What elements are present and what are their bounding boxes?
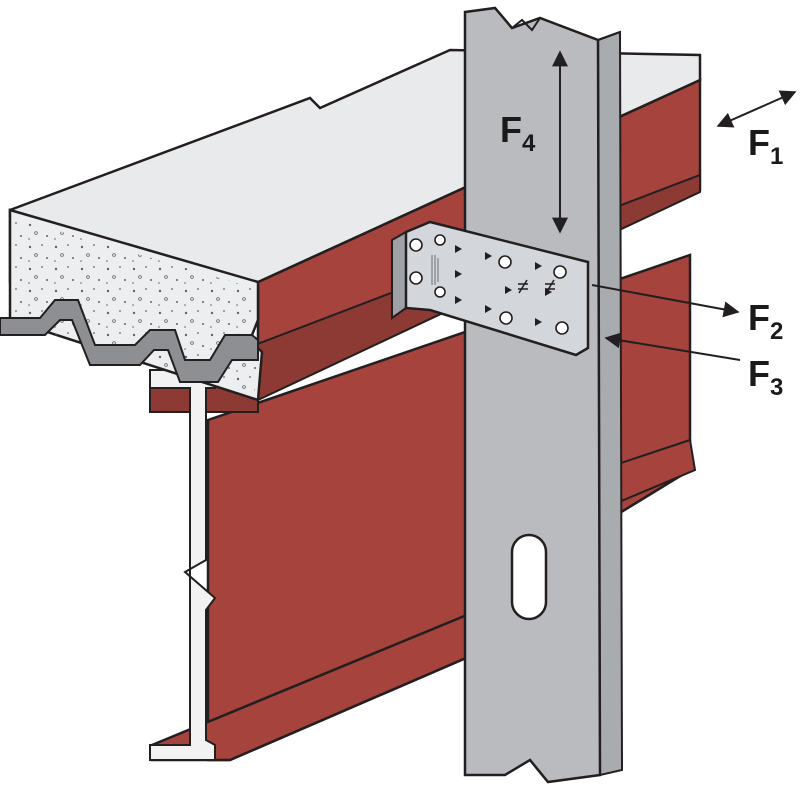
steel-stud bbox=[463, 6, 624, 784]
bracket-imprint bbox=[431, 255, 439, 285]
stud-break-bottom bbox=[529, 759, 549, 783]
beam-web-edge bbox=[149, 369, 217, 761]
f2-arrow bbox=[591, 284, 740, 318]
stud-top-lip bbox=[464, 6, 621, 41]
clip-bracket bbox=[391, 220, 590, 357]
label-f4: F4 bbox=[500, 109, 536, 157]
stud-break-top bbox=[511, 17, 541, 32]
label-f3: F3 bbox=[748, 353, 783, 401]
f1-arrow bbox=[716, 90, 797, 128]
bracket-leg bbox=[391, 230, 407, 320]
bracket-marks bbox=[518, 279, 555, 294]
force-labels: F4 F1 F2 F3 bbox=[500, 109, 783, 401]
bracket-fasteners bbox=[409, 234, 569, 335]
label-f1: F1 bbox=[748, 122, 783, 170]
stud-flange bbox=[596, 30, 624, 777]
f3-arrow bbox=[604, 332, 741, 361]
stud-web bbox=[463, 6, 602, 784]
deck-profile bbox=[0, 299, 259, 383]
bracket-prongs bbox=[455, 245, 552, 326]
force-arrows bbox=[552, 50, 797, 361]
bracket-plate bbox=[404, 220, 590, 357]
stud-slot-hole bbox=[510, 533, 548, 621]
metal-deck bbox=[0, 299, 259, 383]
label-f2: F2 bbox=[748, 297, 783, 345]
